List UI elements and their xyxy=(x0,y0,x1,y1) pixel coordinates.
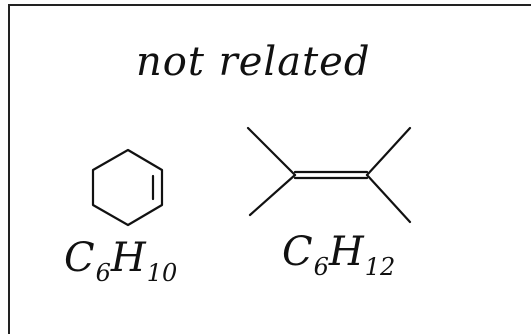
figure-frame xyxy=(8,4,531,334)
methyl-bond-bottom-left xyxy=(248,173,297,217)
formula-tetramethylethylene: C6H12 xyxy=(282,229,396,281)
diagram-title: not related xyxy=(136,39,371,85)
methyl-bond-bottom-right xyxy=(365,173,412,224)
cyclohexene-ring xyxy=(91,148,164,227)
formula-cyclohexene: C6H10 xyxy=(64,235,178,287)
tetramethylethylene-structure xyxy=(246,126,412,224)
cyclohexene-structure xyxy=(91,148,164,227)
methyl-bond-top-left xyxy=(246,126,297,177)
methyl-bond-top-right xyxy=(365,126,412,177)
